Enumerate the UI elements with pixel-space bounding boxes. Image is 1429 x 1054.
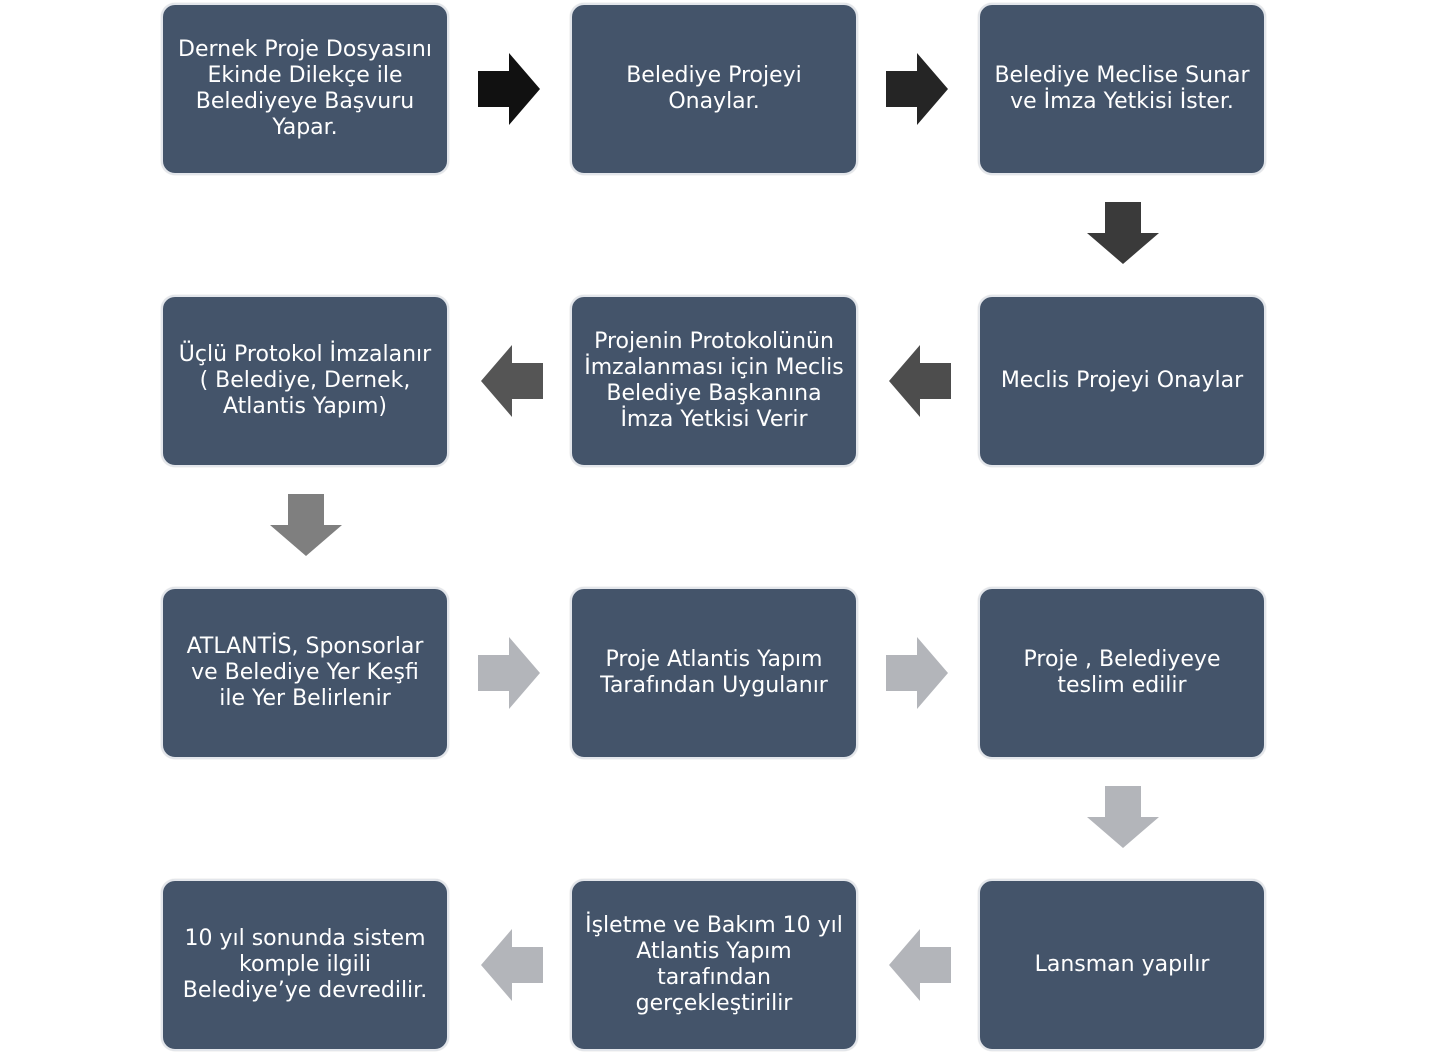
arrow-left-icon — [889, 929, 951, 1001]
step-label: Meclis Projeyi Onaylar — [1000, 368, 1244, 393]
step-label: Projenin Protokolünün İmzalanması için M… — [584, 329, 844, 432]
step-box-3: Belediye Meclise Sunar ve İmza Yetkisi İ… — [978, 3, 1266, 175]
step-box-11: İşletme ve Bakım 10 yıl Atlantis Yapım t… — [570, 879, 858, 1051]
arrow-right-icon — [478, 53, 540, 125]
arrow-right-icon — [478, 637, 540, 709]
step-box-9: Proje , Belediyeye teslim edilir — [978, 587, 1266, 759]
step-label: Üçlü Protokol İmzalanır ( Belediye, Dern… — [178, 342, 432, 419]
arrow-right-icon — [886, 53, 948, 125]
step-label: Belediye Projeyi Onaylar. — [626, 63, 802, 114]
step-label: Belediye Meclise Sunar ve İmza Yetkisi İ… — [994, 63, 1250, 114]
arrow-left-icon — [481, 929, 543, 1001]
step-box-12: 10 yıl sonunda sistem komple ilgili Bele… — [161, 879, 449, 1051]
step-label: Dernek Proje Dosyasını Ekinde Dilekçe il… — [178, 37, 432, 140]
step-box-8: Proje Atlantis Yapım Tarafından Uygulanı… — [570, 587, 858, 759]
step-label: Lansman yapılır — [1034, 952, 1210, 977]
step-label: Proje , Belediyeye teslim edilir — [1023, 647, 1221, 698]
step-label: İşletme ve Bakım 10 yıl Atlantis Yapım t… — [585, 913, 843, 1016]
step-box-2: Belediye Projeyi Onaylar. — [570, 3, 858, 175]
arrow-down-icon — [270, 494, 342, 556]
step-box-4: Meclis Projeyi Onaylar — [978, 295, 1266, 467]
step-box-6: Üçlü Protokol İmzalanır ( Belediye, Dern… — [161, 295, 449, 467]
step-box-1: Dernek Proje Dosyasını Ekinde Dilekçe il… — [161, 3, 449, 175]
arrow-down-icon — [1087, 786, 1159, 848]
step-label: 10 yıl sonunda sistem komple ilgili Bele… — [182, 926, 428, 1003]
step-box-5: Projenin Protokolünün İmzalanması için M… — [570, 295, 858, 467]
arrow-right-icon — [886, 637, 948, 709]
arrow-down-icon — [1087, 202, 1159, 264]
step-box-7: ATLANTİS, Sponsorlar ve Belediye Yer Keş… — [161, 587, 449, 759]
step-box-10: Lansman yapılır — [978, 879, 1266, 1051]
step-label: ATLANTİS, Sponsorlar ve Belediye Yer Keş… — [186, 634, 424, 711]
step-label: Proje Atlantis Yapım Tarafından Uygulanı… — [600, 647, 828, 698]
arrow-left-icon — [481, 345, 543, 417]
arrow-left-icon — [889, 345, 951, 417]
